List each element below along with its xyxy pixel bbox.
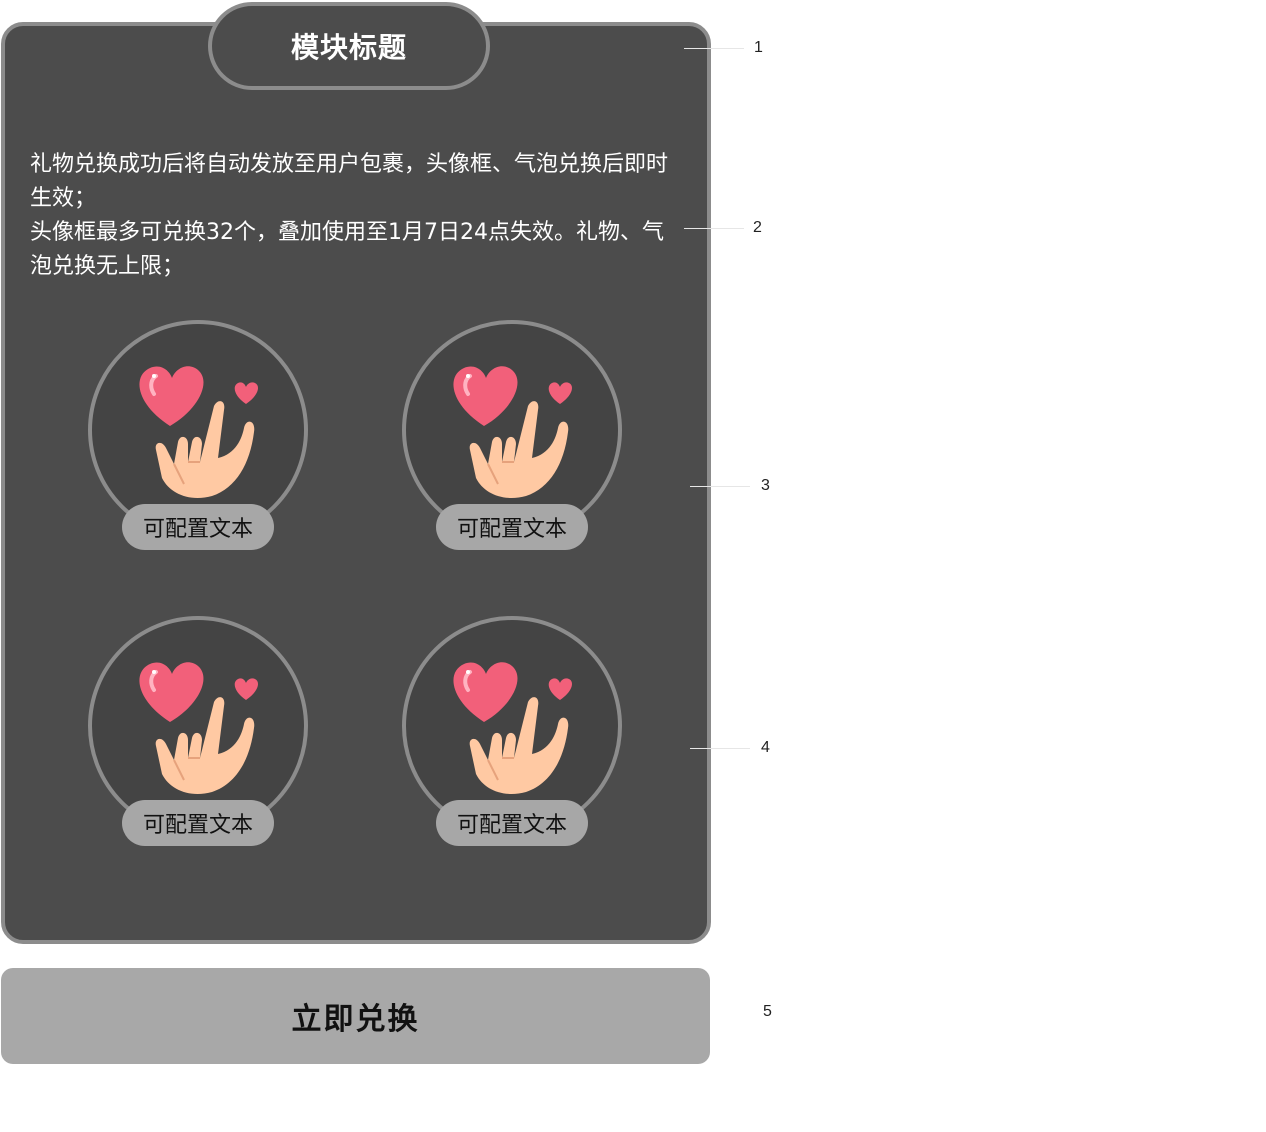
annotation-line: [684, 228, 744, 229]
gift-label: 可配置文本: [436, 800, 588, 846]
gift-item[interactable]: 可配置文本: [402, 616, 622, 856]
annotation-number: 3: [761, 477, 770, 494]
gift-label: 可配置文本: [122, 800, 274, 846]
annotation-number: 5: [763, 1003, 772, 1020]
gift-item[interactable]: 可配置文本: [88, 320, 308, 560]
gift-item[interactable]: 可配置文本: [402, 320, 622, 560]
gift-image: [88, 320, 308, 540]
annotation-line: [690, 486, 750, 487]
annotation-line: [690, 748, 750, 749]
gift-image: [402, 616, 622, 836]
heart-hand-gift-icon: [453, 662, 572, 794]
heart-hand-gift-icon: [139, 366, 258, 498]
heart-hand-gift-icon: [453, 366, 572, 498]
heart-hand-gift-icon: [139, 662, 258, 794]
description-line: 头像框最多可兑换32个，叠加使用至1月7日24点失效。礼物、气泡兑换无上限；: [30, 220, 664, 279]
module-description: 礼物兑换成功后将自动发放至用户包裹，头像框、气泡兑换后即时生效； 头像框最多可兑…: [30, 148, 670, 284]
annotation-line: [684, 48, 744, 49]
gift-item[interactable]: 可配置文本: [88, 616, 308, 856]
gift-image: [88, 616, 308, 836]
gift-label: 可配置文本: [122, 504, 274, 550]
redeem-button[interactable]: 立即兑换: [1, 968, 710, 1064]
module-title: 模块标题: [208, 2, 490, 90]
gift-label: 可配置文本: [436, 504, 588, 550]
annotation-number: 1: [754, 39, 763, 56]
annotation-number: 4: [761, 739, 770, 756]
annotation-number: 2: [753, 219, 762, 236]
description-line: 礼物兑换成功后将自动发放至用户包裹，头像框、气泡兑换后即时生效；: [30, 152, 669, 211]
